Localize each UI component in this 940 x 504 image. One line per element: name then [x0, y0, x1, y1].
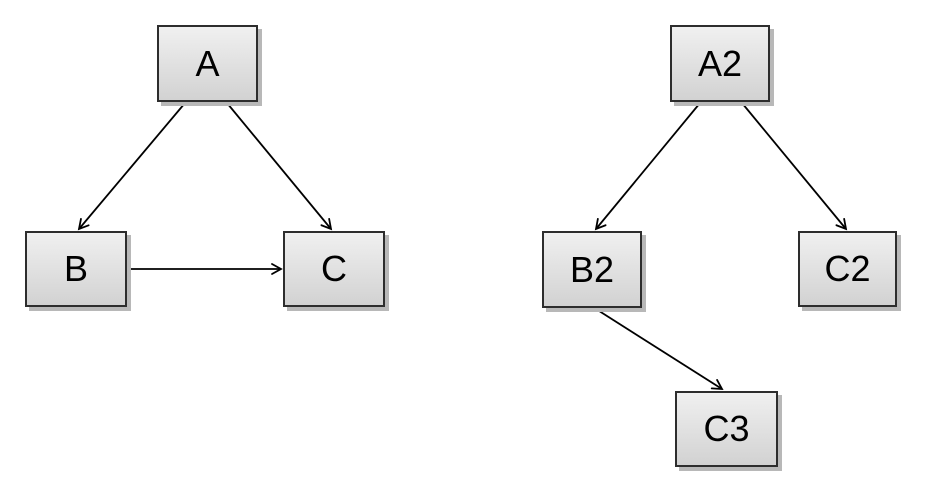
edge-A2-to-B2	[594, 102, 701, 231]
node-label-C2: C2	[824, 248, 871, 289]
edge-A-to-C	[226, 102, 333, 231]
node-C2: C2	[798, 231, 897, 307]
node-label-C: C	[321, 248, 347, 289]
node-B2: B2	[542, 231, 642, 308]
edge-B2-to-C3	[595, 308, 724, 390]
edge-A-to-B	[77, 102, 186, 231]
edges-group	[77, 102, 848, 390]
node-label-C3: C3	[703, 408, 750, 449]
node-label-B: B	[63, 248, 88, 289]
node-A2: A2	[670, 25, 770, 102]
edge-A2-to-C2	[741, 102, 848, 231]
node-label-A2: A2	[697, 42, 743, 84]
node-C3: C3	[675, 391, 778, 467]
node-A: A	[157, 25, 258, 102]
node-label-A: A	[195, 42, 220, 84]
node-label-B2: B2	[569, 248, 615, 290]
node-C: C	[283, 231, 385, 307]
node-B: B	[25, 231, 127, 307]
